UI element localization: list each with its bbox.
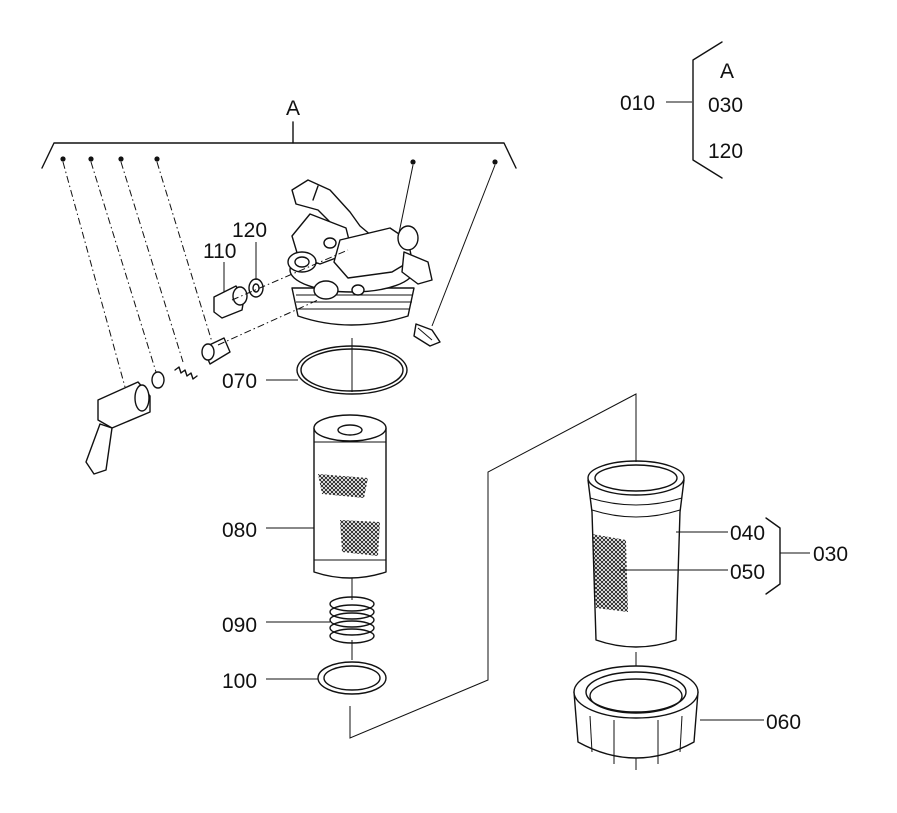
part-label-030: 030 xyxy=(813,543,848,566)
bracket-010-line-120: 120 xyxy=(708,140,743,163)
bracket-010: 010 A 030 120 xyxy=(620,41,743,179)
bracket-010-line-a: A xyxy=(720,60,734,83)
part-label-100: 100 xyxy=(222,670,257,693)
bowl-connector-line xyxy=(349,393,637,739)
retaining-nut-060: 060 xyxy=(573,652,801,770)
part-label-110: 110 xyxy=(203,240,236,263)
part-label-070: 070 xyxy=(222,370,257,393)
part-label-120: 120 xyxy=(232,219,267,242)
part-label-060: 060 xyxy=(766,711,801,734)
part-label-040: 040 xyxy=(730,522,765,545)
assembly-a-label: A xyxy=(286,97,300,120)
assembly-a-bracket: A xyxy=(41,97,517,388)
spring-090: 090 xyxy=(222,596,375,644)
filter-bowl-040: 040 050 030 xyxy=(587,450,848,648)
part-label-010: 010 xyxy=(620,92,655,115)
o-ring-070: 070 xyxy=(222,345,408,395)
part-label-050: 050 xyxy=(730,561,765,584)
bracket-010-line-030: 030 xyxy=(708,94,743,117)
ring-100: 100 xyxy=(222,661,387,695)
part-label-090: 090 xyxy=(222,614,257,637)
plug-110-washer-120: 110 120 xyxy=(203,219,349,319)
head-bolt xyxy=(413,323,441,347)
part-label-080: 080 xyxy=(222,519,257,542)
filter-head-housing xyxy=(287,179,433,326)
filter-element-080: 080 xyxy=(222,414,387,579)
valve-assembly xyxy=(85,299,319,475)
